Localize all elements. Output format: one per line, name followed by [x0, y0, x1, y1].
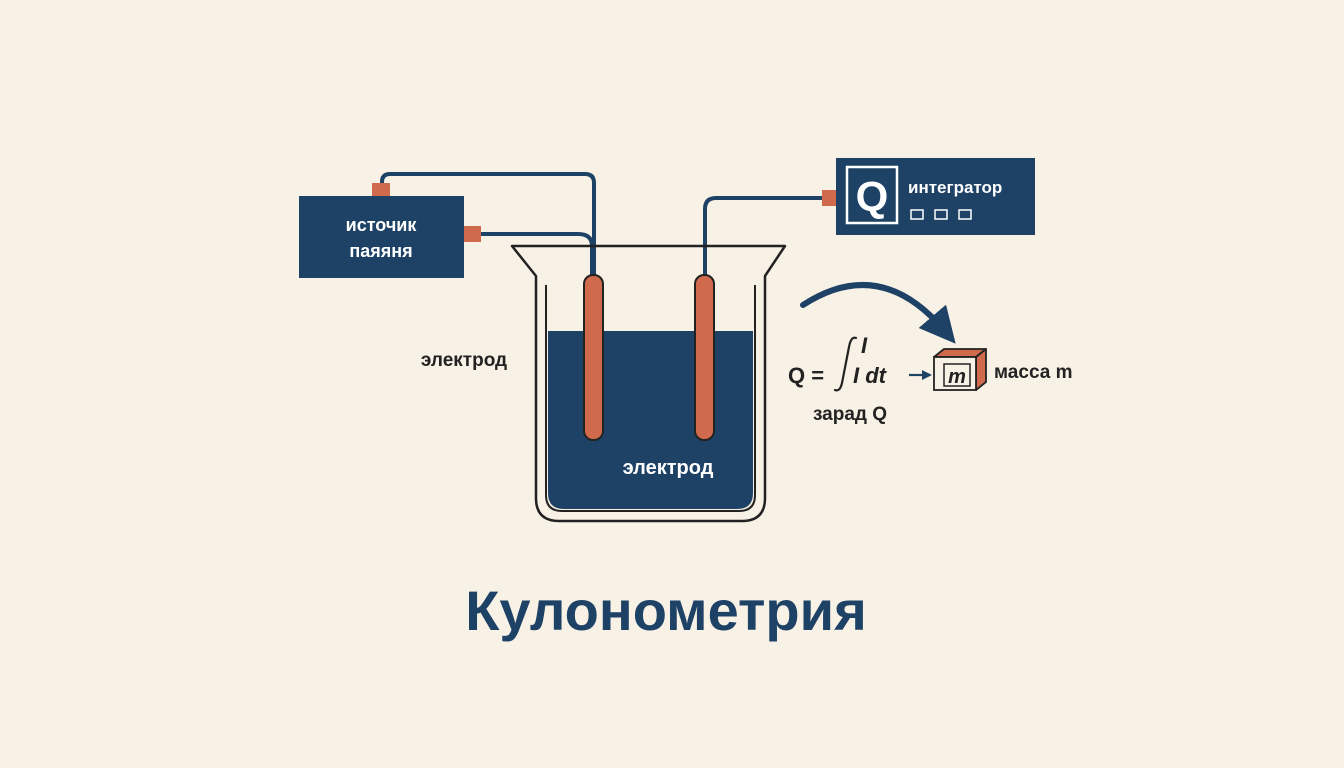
formula-integrand: I dt [853, 363, 888, 388]
power-source-label-line2: паяяня [349, 241, 412, 261]
integrator-terminal [822, 190, 838, 206]
electrode-outer-label: электрод [421, 350, 507, 371]
formula-lhs: Q = [788, 363, 824, 388]
electrodes [583, 274, 715, 441]
power-source-label-line1: источик [346, 215, 418, 235]
mass-box-label-frame [943, 363, 971, 387]
page-title: Кулонометрия [465, 579, 867, 642]
mass-label: масса m [994, 362, 1072, 383]
integrator-label: интегратор [908, 178, 1002, 197]
electrolyte [548, 331, 753, 509]
power-source-terminal-top [372, 183, 390, 197]
power-source-box [299, 196, 464, 278]
arrow-right-icon [909, 370, 932, 380]
q-icon: Q [856, 173, 889, 220]
integral-sign-icon [833, 336, 858, 392]
mass-box-front [933, 356, 977, 391]
power-source: источик паяяня [299, 183, 481, 278]
wire-integrator [703, 196, 831, 282]
beaker-inner [545, 285, 756, 512]
formula-upper: I [861, 333, 868, 358]
beaker [510, 244, 787, 523]
power-source-terminal-side [463, 226, 481, 242]
charge-formula: Q = I I dt зарад Q [788, 333, 888, 425]
electrode-left [583, 274, 604, 441]
mass-box-letter: m [948, 366, 966, 388]
beaker-outer [510, 244, 787, 523]
electrode-inner-label: электрод [623, 457, 714, 479]
charge-label: зарад Q [813, 404, 887, 425]
integrator: Q интегратор [822, 158, 1035, 235]
electrode-right [694, 274, 715, 441]
curved-arrow-icon [800, 282, 956, 344]
q-icon-frame [845, 165, 899, 225]
mass-box-side [975, 348, 987, 391]
wire-side [478, 232, 594, 282]
integrator-display-icon [910, 209, 972, 220]
wire-top [380, 172, 596, 282]
mass-box: m [933, 348, 987, 391]
